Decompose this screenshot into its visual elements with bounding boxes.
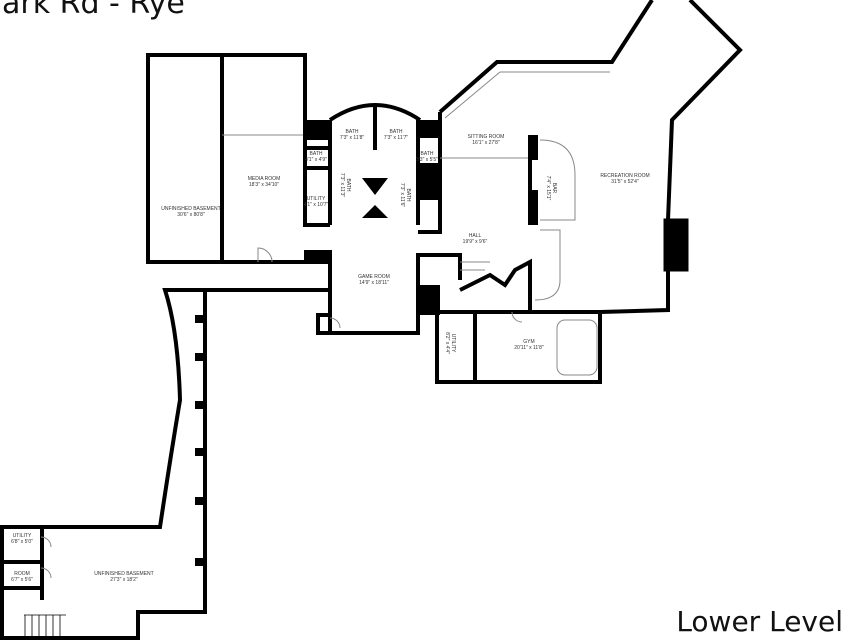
- room-dimensions: 8'2" x 4'4": [444, 332, 450, 354]
- room-name: UNFINISHED BASEMENT: [161, 206, 220, 212]
- room-dimensions: 3'3" x 5'5": [416, 157, 438, 163]
- room-dimensions: 16'1" x 27'8": [472, 140, 500, 146]
- room-dimensions: 4'1" x 10'7": [304, 202, 329, 208]
- room-label: BATH7'3" x 11'6": [399, 183, 411, 207]
- room-dimensions: 4'1" x 4'9": [305, 157, 327, 163]
- room-dimensions: 7'3" x 11'7": [384, 135, 408, 141]
- room-name: BATH: [310, 151, 323, 157]
- room-dimensions: 20'11" x 11'8": [514, 345, 544, 351]
- walls: [0, 0, 743, 640]
- room-dimensions: 7'4" x 15'1": [545, 176, 551, 201]
- room-name: UTILITY: [307, 196, 326, 202]
- room-name: BATH: [345, 179, 351, 192]
- property-title: ark Rd - Rye: [2, 0, 185, 21]
- room-dimensions: 7'3" x 11'3": [339, 173, 345, 197]
- room-name: BATH: [421, 151, 434, 157]
- room-dimensions: 7'3" x 11'6": [399, 183, 405, 207]
- room-name: GYM: [523, 339, 534, 345]
- room-label: BATH7'3" x 11'3": [339, 173, 351, 197]
- room-dimensions: 19'9" x 9'6": [463, 239, 488, 245]
- room-dimensions: 6'8" x 5'0": [11, 539, 33, 545]
- wall-blocks: [195, 120, 689, 566]
- room-name: SITTING ROOM: [468, 134, 505, 140]
- room-dimensions: 31'5" x 52'4": [611, 179, 639, 185]
- room-label: BAR7'4" x 15'1": [545, 176, 557, 201]
- room-dimensions: 18'3" x 34'10": [249, 182, 279, 188]
- room-name: GAME ROOM: [358, 274, 390, 280]
- room-name: HALL: [469, 233, 482, 239]
- room-name: BAR: [551, 183, 557, 194]
- room-name: UTILITY: [450, 334, 456, 353]
- room-dimensions: 7'3" x 11'8": [340, 135, 364, 141]
- room-name: MEDIA ROOM: [248, 176, 281, 182]
- room-name: BATH: [390, 129, 403, 135]
- room-name: BATH: [346, 129, 359, 135]
- room-dimensions: 30'6" x 80'8": [177, 212, 205, 218]
- room-dimensions: 6'7" x 5'6": [11, 577, 33, 583]
- room-name: UNFINISHED BASEMENT: [94, 571, 153, 577]
- room-name: RECREATION ROOM: [600, 173, 649, 179]
- level-label: Lower Level: [676, 605, 843, 638]
- room-label: UTILITY8'2" x 4'4": [444, 332, 456, 354]
- room-name: UTILITY: [13, 533, 32, 539]
- room-name: ROOM: [14, 571, 30, 577]
- room-dimensions: 14'9" x 18'11": [359, 280, 389, 286]
- room-dimensions: 27'3" x 18'2": [110, 577, 138, 583]
- room-name: BATH: [405, 189, 411, 202]
